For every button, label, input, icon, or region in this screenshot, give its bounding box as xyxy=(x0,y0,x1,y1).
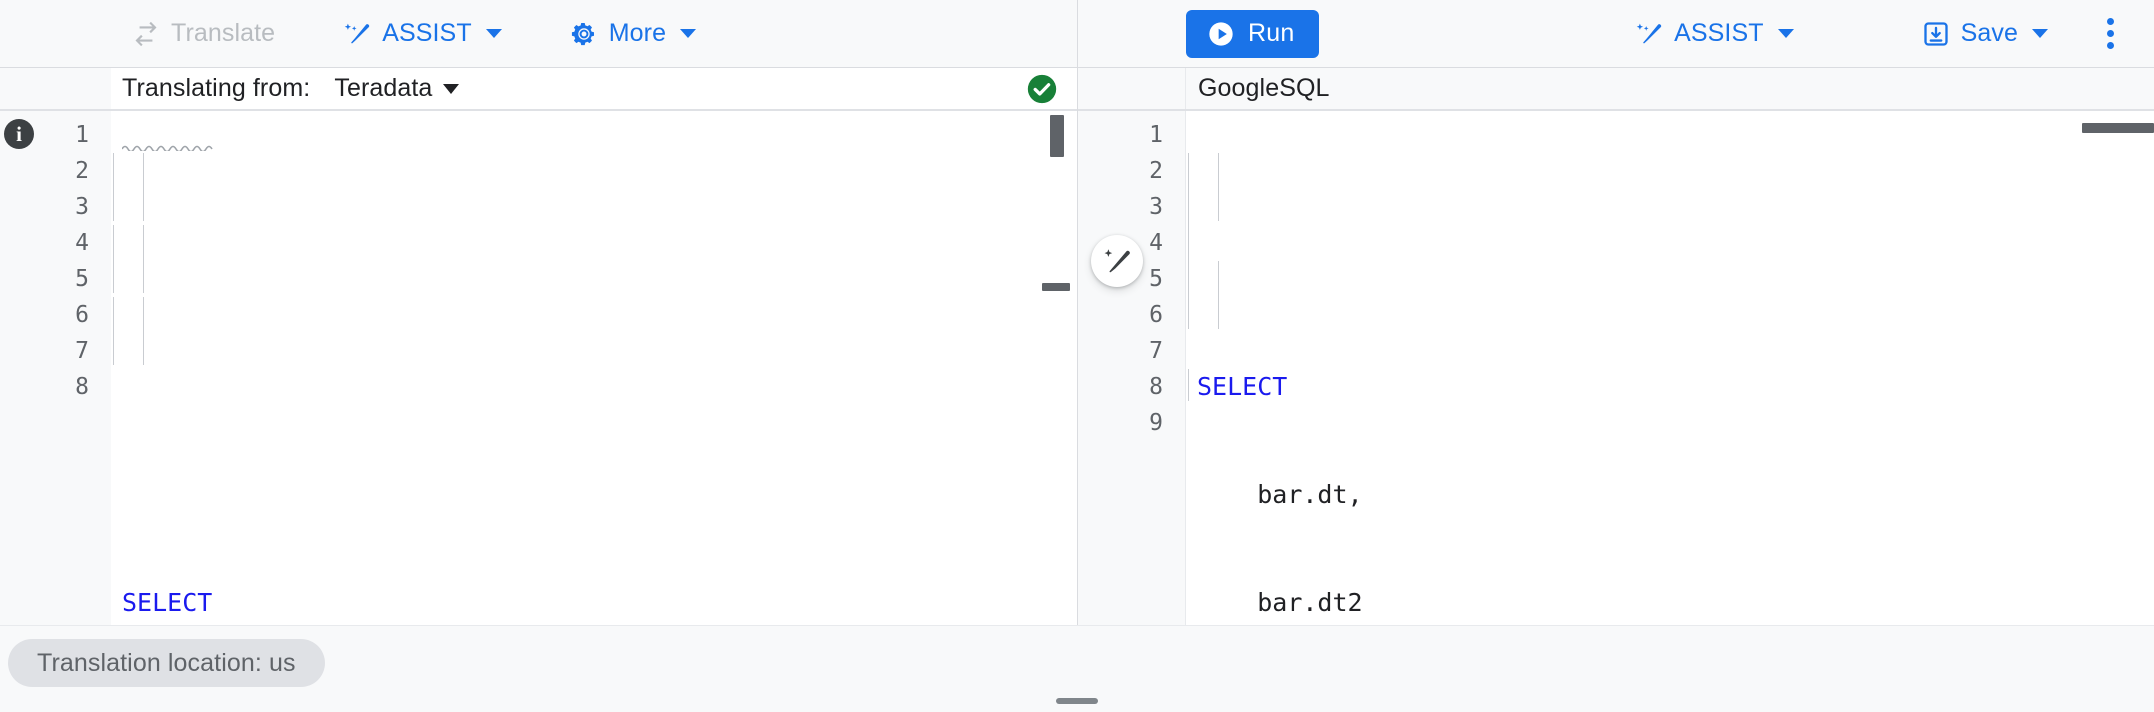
chevron-down-icon xyxy=(443,83,460,94)
magic-wand-icon xyxy=(1102,246,1132,276)
error-squiggle-underline xyxy=(122,145,213,151)
source-pane-header: Translating from: Teradata xyxy=(0,68,1078,109)
code-line: SELECT xyxy=(122,588,213,617)
play-circle-icon xyxy=(1207,20,1235,48)
target-pane-header: GoogleSQL xyxy=(1078,68,2154,109)
chevron-down-icon xyxy=(485,29,502,38)
assist-button-left[interactable]: ASSIST xyxy=(333,11,512,57)
chevron-down-icon xyxy=(1777,29,1794,38)
magic-wand-icon xyxy=(343,20,371,48)
check-circle-icon xyxy=(1027,74,1057,103)
translation-location-chip: Translation location: us xyxy=(8,639,325,687)
translate-swap-icon xyxy=(132,20,160,48)
save-button-label: Save xyxy=(1960,19,2018,47)
indent-guide xyxy=(1188,369,1189,401)
source-code-text[interactable]: SELECT dt, dt2 FROM foo.bar ORDER BY dt; xyxy=(111,111,1077,625)
indent-guide xyxy=(113,225,114,293)
translating-from-label: Translating from: xyxy=(122,74,311,102)
top-toolbar: Translate ASSIST xyxy=(0,0,2154,68)
translate-button-label: Translate xyxy=(171,19,276,47)
pane-divider xyxy=(1078,109,2154,111)
indent-guide xyxy=(1218,153,1219,221)
chevron-down-icon xyxy=(2032,29,2048,38)
magic-wand-icon xyxy=(1635,20,1663,48)
toolbar-right-group: Run ASSIST xyxy=(1078,0,2154,67)
indent-guide xyxy=(1188,153,1189,329)
toolbar-left-group: Translate ASSIST xyxy=(0,0,1078,67)
indent-guide xyxy=(143,297,144,365)
indent-guide xyxy=(1218,261,1219,329)
editor-area: i 1 2 3 4 5 6 7 8 xyxy=(0,109,2154,625)
source-horizontal-scrollbar[interactable] xyxy=(1042,283,1070,291)
indent-guide xyxy=(143,225,144,293)
pane-divider xyxy=(0,109,1077,111)
more-button-label: More xyxy=(608,19,667,47)
indent-guide xyxy=(113,297,114,365)
save-download-icon xyxy=(1922,20,1950,48)
panel-resize-handle[interactable] xyxy=(1056,698,1098,704)
status-badge xyxy=(1025,72,1059,106)
pane-headers: Translating from: Teradata GoogleSQL xyxy=(0,68,2154,109)
indent-guide xyxy=(143,153,144,221)
inline-assist-button[interactable] xyxy=(1091,235,1143,287)
status-bar: Translation location: us xyxy=(0,625,2154,712)
source-line-numbers: 1 2 3 4 5 6 7 8 xyxy=(0,111,111,625)
run-button-label: Run xyxy=(1248,19,1295,47)
translate-button[interactable]: Translate xyxy=(122,11,285,57)
more-button[interactable]: More xyxy=(560,11,706,57)
save-button[interactable]: Save xyxy=(1912,11,2058,57)
indent-guide xyxy=(113,153,114,221)
kebab-menu-icon[interactable] xyxy=(2088,12,2132,56)
source-vertical-scrollbar[interactable] xyxy=(1050,115,1064,157)
assist-button-left-label: ASSIST xyxy=(382,19,472,47)
info-icon[interactable]: i xyxy=(4,119,34,149)
target-line-numbers: 1 2 3 4 5 6 7 8 9 xyxy=(1078,111,1186,625)
gear-icon xyxy=(570,20,598,48)
source-dialect-value: Teradata xyxy=(334,74,433,102)
run-button[interactable]: Run xyxy=(1186,9,1320,58)
source-editor-pane[interactable]: i 1 2 3 4 5 6 7 8 xyxy=(0,109,1078,625)
code-line: bar.dt, xyxy=(1257,480,1363,509)
assist-button-right-label: ASSIST xyxy=(1674,19,1764,47)
target-editor-pane[interactable]: 1 2 3 4 5 6 7 8 9 SELECT bar.dt, xyxy=(1078,109,2154,625)
code-line: SELECT xyxy=(1197,372,1288,401)
chevron-down-icon xyxy=(680,29,697,38)
target-dialect-label: GoogleSQL xyxy=(1198,74,1330,102)
code-line: bar.dt2 xyxy=(1257,588,1363,617)
target-code-text[interactable]: SELECT bar.dt, bar.dt2 FROM foo.bar ORDE… xyxy=(1186,111,2154,625)
assist-button-right[interactable]: ASSIST xyxy=(1625,11,1804,57)
source-dialect-select[interactable]: Teradata xyxy=(328,70,465,107)
target-horizontal-scrollbar[interactable] xyxy=(2082,123,2154,133)
